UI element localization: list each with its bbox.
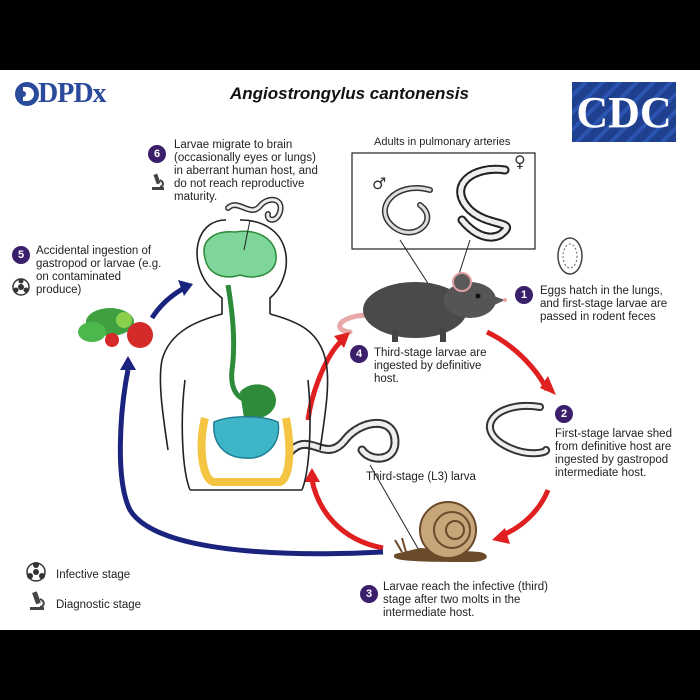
arrow-2-to-3 [499, 489, 551, 539]
lifecycle-panel: DPDx Angiostrongylus cantonensis CDC [0, 70, 700, 630]
rat-definitive-host [337, 272, 507, 342]
stage-3-text: Larvae reach the infective (third) stage… [383, 581, 548, 619]
stage-2-number: 2 [555, 405, 573, 423]
stage-6-number: 6 [148, 145, 166, 163]
stage-5-number: 5 [12, 246, 30, 264]
human-small-intestine [213, 416, 280, 459]
microscope-icon [30, 591, 45, 610]
male-symbol: ♂ [372, 174, 387, 193]
stage-4-text: Third-stage larvae are ingested by defin… [374, 347, 487, 385]
stage-3-number: 3 [360, 585, 378, 603]
adults-label: Adults in pulmonary arteries [374, 136, 511, 148]
legend-diagnostic-label: Diagnostic stage [56, 599, 142, 611]
stage-1-number: 1 [515, 286, 533, 304]
accidental-ingestion-arrow [117, 369, 384, 557]
human-stomach [240, 384, 276, 420]
biohazard-icon [12, 278, 30, 296]
human-esophagus [225, 284, 251, 403]
legend-infective-label: Infective stage [56, 569, 131, 581]
female-symbol: ♀ [514, 152, 526, 171]
stage-2-text: First-stage larvae shed from definitive … [555, 428, 672, 479]
cdc-logo: CDC [572, 82, 676, 142]
biohazard-icon [26, 562, 46, 582]
third-stage-larva [285, 418, 400, 463]
dpdx-circle-icon [15, 82, 39, 106]
arrow-3-to-4 [309, 479, 384, 551]
l3-larva-label: Third-stage (L3) larva [366, 471, 476, 483]
human-large-intestine [197, 416, 294, 486]
stage-1-text: Eggs hatch in the lungs, and first-stage… [540, 285, 668, 323]
snail-intermediate-host [393, 501, 487, 562]
microscope-icon [152, 173, 164, 190]
ingestion-arrow-to-human [149, 285, 186, 320]
lifecycle-graphics [12, 152, 583, 610]
dpdx-logo-text: DPDx [38, 78, 107, 109]
human-brain [203, 230, 277, 278]
contaminated-produce [78, 308, 153, 348]
cdc-logo-stripes [572, 82, 676, 142]
stage-6-text: Larvae migrate to brain (occasionally ey… [174, 139, 318, 203]
cdc-logo-text: CDC [576, 88, 672, 137]
egg-larva [557, 237, 583, 275]
stage-4-number: 4 [350, 345, 368, 363]
stage-5-text: Accidental ingestion of gastropod or lar… [36, 245, 162, 296]
diagram-title: Angiostrongylus cantonensis [230, 84, 469, 103]
first-stage-larva [486, 401, 551, 458]
human-aberrant-host [159, 219, 329, 491]
